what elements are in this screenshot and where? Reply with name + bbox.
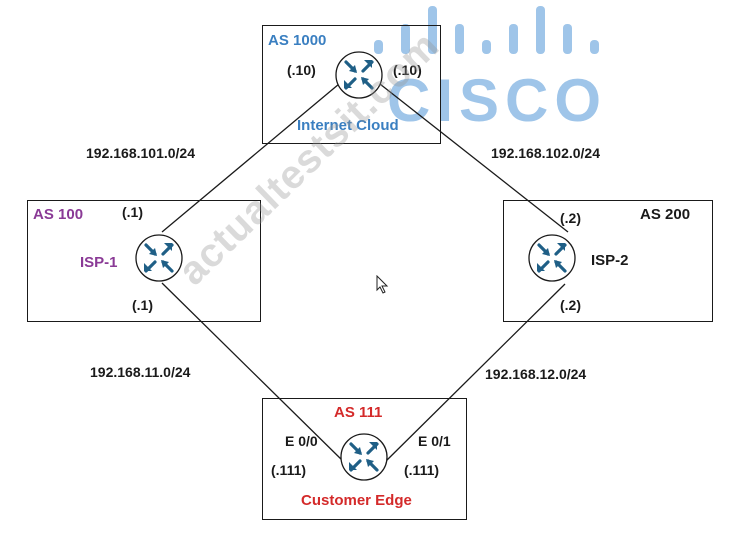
- as-200-box: [503, 200, 713, 322]
- internet-cloud-label: Internet Cloud: [297, 117, 399, 134]
- as-1000-box: [262, 25, 441, 144]
- subnet-label-isp1-cloud: 192.168.101.0/24: [86, 145, 195, 161]
- as-111-label: AS 111: [334, 404, 383, 421]
- as-111-box: [262, 398, 467, 520]
- ce-if-left: E 0/0: [285, 433, 318, 449]
- ce-if-right: E 0/1: [418, 433, 451, 449]
- cisco-logo-word: CISCO: [387, 67, 608, 134]
- cloud-ip-left: (.10): [287, 62, 316, 78]
- subnet-label-isp1-ce: 192.168.11.0/24: [90, 364, 191, 380]
- as-100-box: [27, 200, 261, 322]
- ce-ip-right: (.111): [404, 462, 440, 478]
- isp1-ip-top: (.1): [122, 204, 143, 220]
- subnet-label-cloud-isp2: 192.168.102.0/24: [491, 145, 600, 161]
- customer-edge-label: Customer Edge: [301, 492, 412, 509]
- link-isp1-ce: [161, 282, 346, 464]
- isp2-ip-top: (.2): [560, 210, 581, 226]
- link-isp1-cloud: [161, 83, 340, 233]
- mouse-cursor-icon: [376, 275, 389, 294]
- cloud-ip-right: (.10): [393, 62, 422, 78]
- isp1-label: ISP-1: [80, 254, 118, 271]
- cisco-logo: [374, 6, 599, 54]
- link-cloud-isp2: [379, 83, 569, 233]
- isp1-ip-bottom: (.1): [132, 297, 153, 313]
- router-icon[interactable]: [134, 233, 184, 283]
- as-100-label: AS 100: [33, 206, 84, 223]
- router-icon[interactable]: [334, 50, 384, 100]
- ce-ip-left: (.111): [271, 462, 307, 478]
- subnet-label-isp2-ce: 192.168.12.0/24: [485, 366, 587, 382]
- isp2-label: ISP-2: [591, 252, 629, 269]
- as-1000-label: AS 1000: [268, 32, 327, 49]
- isp2-ip-bottom: (.2): [560, 297, 581, 313]
- as-200-label: AS 200: [640, 206, 691, 223]
- router-icon[interactable]: [339, 432, 389, 482]
- link-isp2-ce: [383, 283, 566, 464]
- router-icon[interactable]: [527, 233, 577, 283]
